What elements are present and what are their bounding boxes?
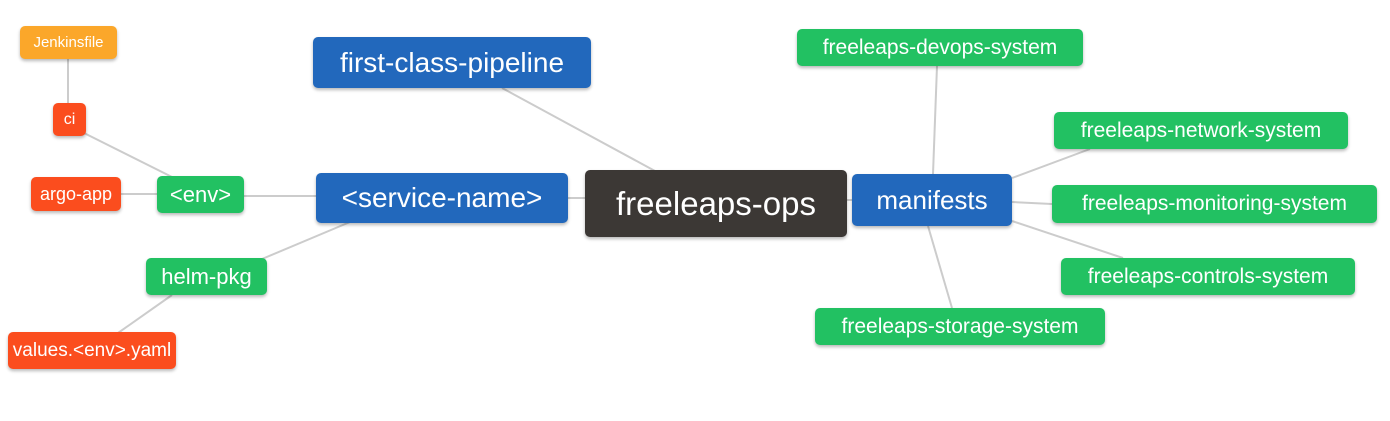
node-freeleaps-monitoring-system[interactable]: freeleaps-monitoring-system [1052, 185, 1377, 223]
node-freeleaps-devops-system[interactable]: freeleaps-devops-system [797, 29, 1083, 66]
node-freeleaps-ops[interactable]: freeleaps-ops [585, 170, 847, 237]
edge-manifests-devops [932, 65, 938, 175]
edge-manifests-storage [927, 225, 953, 309]
node-first-class-pipeline[interactable]: first-class-pipeline [313, 37, 591, 88]
node-jenkinsfile[interactable]: Jenkinsfile [20, 26, 117, 59]
node-freeleaps-controls-system[interactable]: freeleaps-controls-system [1061, 258, 1355, 295]
edge-service-name-helm-pkg [261, 221, 351, 260]
edge-manifests-controls [1011, 220, 1124, 259]
edge-manifests-network [1011, 148, 1091, 179]
node-service-name[interactable]: <service-name> [316, 173, 568, 223]
node-manifests[interactable]: manifests [852, 174, 1012, 226]
edge-fcp-ops [501, 87, 656, 172]
node-freeleaps-network-system[interactable]: freeleaps-network-system [1054, 112, 1348, 149]
node-freeleaps-storage-system[interactable]: freeleaps-storage-system [815, 308, 1105, 345]
node-argo-app[interactable]: argo-app [31, 177, 121, 211]
edge-manifests-monitoring [1011, 201, 1053, 205]
edge-helm-pkg-values [117, 294, 173, 334]
node-env[interactable]: <env> [157, 176, 244, 213]
node-helm-pkg[interactable]: helm-pkg [146, 258, 267, 295]
node-ci[interactable]: ci [53, 103, 86, 136]
edge-ci-env [83, 132, 173, 178]
node-values-env-yaml[interactable]: values.<env>.yaml [8, 332, 176, 369]
